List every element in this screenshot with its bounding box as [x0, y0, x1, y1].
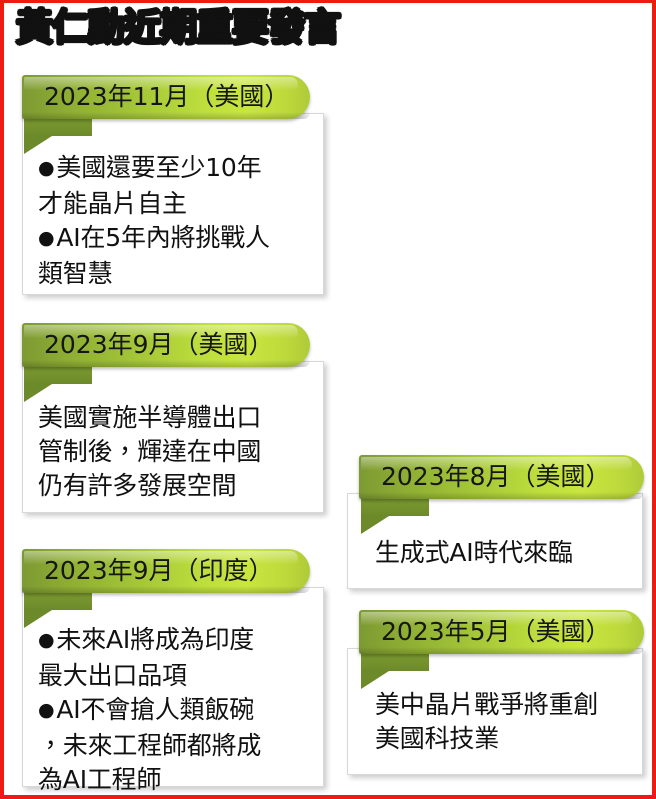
banner-tail	[24, 118, 92, 154]
banner-tail-notch	[52, 610, 92, 628]
statement-line: 美中晶片戰爭將重創	[375, 690, 599, 719]
statement-line: 生成式AI時代來臨	[375, 538, 573, 567]
banner-tail-point	[361, 516, 389, 534]
statement-card-date-label: 2023年9月（美國）	[44, 330, 274, 359]
banner-tail-notch	[52, 136, 92, 154]
page-title-text: 黃仁勳近期重要發言	[15, 5, 343, 50]
statement-line: 仍有許多發展空間	[38, 471, 237, 500]
statement-line: 美國實施半導體出口	[38, 403, 262, 432]
statement-card-banner: 2023年11月（美國）	[22, 75, 310, 119]
banner-tail	[24, 592, 92, 628]
banner-tail-notch	[389, 516, 429, 534]
statement-card-text: 美國實施半導體出口 管制後，輝達在中國 仍有許多發展空間	[22, 401, 354, 503]
statement-card-banner: 2023年9月（美國）	[22, 323, 310, 367]
statement-line: AI不會搶人類飯碗	[38, 693, 340, 729]
banner-tail-notch	[52, 384, 92, 402]
banner-tail-point	[24, 384, 52, 402]
statement-card-text: 未來AI將成為印度 最大出口品項 AI不會搶人類飯碗 ，未來工程師都將成 為AI…	[22, 623, 354, 795]
page-title: 黃仁勳近期重要發言	[15, 5, 343, 51]
statement-line: 最大出口品項	[38, 661, 187, 690]
statement-line: 類智慧	[38, 259, 113, 288]
banner-tail-body	[361, 653, 429, 671]
statement-card-text: 生成式AI時代來臨	[359, 536, 652, 570]
statement-card-text: 美國還要至少10年 才能晶片自主 AI在5年內將挑戰人 類智慧	[22, 151, 354, 291]
statement-line: 為AI工程師	[38, 765, 162, 794]
banner-tail-point	[24, 136, 52, 154]
statement-line: AI在5年內將挑戰人	[38, 221, 340, 257]
statement-card-date-label: 2023年11月（美國）	[44, 82, 290, 111]
banner-tail	[361, 653, 429, 689]
statement-card-date-label: 2023年5月（美國）	[381, 617, 611, 646]
statement-line: ，未來工程師都將成	[38, 731, 262, 760]
statement-card-text: 美中晶片戰爭將重創 美國科技業	[359, 688, 652, 756]
banner-tail-point	[361, 671, 389, 689]
statement-line: 美國科技業	[375, 724, 500, 753]
banner-tail-notch	[389, 671, 429, 689]
statement-line: 未來AI將成為印度	[38, 623, 340, 659]
banner-tail	[361, 498, 429, 534]
banner-tail	[24, 366, 92, 402]
banner-tail-body	[24, 366, 92, 384]
statement-line: 管制後，輝達在中國	[38, 437, 262, 466]
statement-card-date-label: 2023年8月（美國）	[381, 462, 611, 491]
statement-card-banner: 2023年9月（印度）	[22, 549, 310, 593]
statement-card-date-label: 2023年9月（印度）	[44, 556, 274, 585]
banner-tail-body	[361, 498, 429, 516]
banner-tail-point	[24, 610, 52, 628]
banner-tail-body	[24, 118, 92, 136]
statement-card-banner: 2023年5月（美國）	[359, 610, 644, 654]
statement-line: 才能晶片自主	[38, 189, 187, 218]
statement-line: 美國還要至少10年	[38, 151, 340, 187]
statement-card-banner: 2023年8月（美國）	[359, 455, 644, 499]
banner-tail-body	[24, 592, 92, 610]
